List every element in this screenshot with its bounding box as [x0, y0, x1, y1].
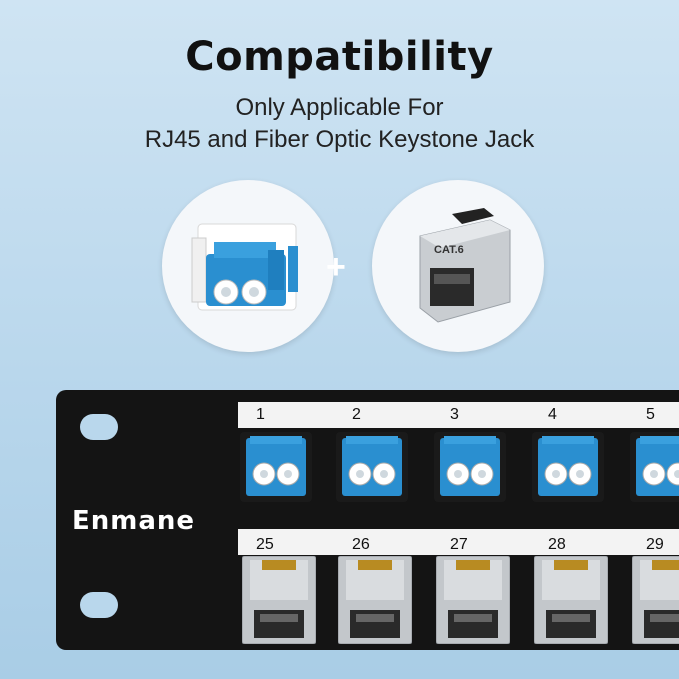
lc-duplex-icon [240, 432, 312, 502]
top-label-strip [238, 402, 679, 428]
mount-hole-bottom [80, 592, 118, 618]
fiber-keystone-icon [191, 223, 298, 311]
lc-duplex-icon [532, 432, 604, 502]
lc-duplex-icon [336, 432, 408, 502]
port-number-bottom: 25 [256, 536, 274, 553]
port-number-bottom: 28 [548, 536, 566, 553]
lc-duplex-icon [434, 432, 506, 502]
port-number-top: 1 [256, 406, 265, 423]
bottom-label-strip [238, 529, 679, 555]
fiber-keystone-image [162, 180, 334, 352]
port-number-top: 3 [450, 406, 459, 423]
port-number-bottom: 26 [352, 536, 370, 553]
rj45-coupler-icon [419, 208, 511, 323]
port-number-bottom: 29 [646, 536, 664, 553]
plus-sign: + [326, 248, 346, 286]
cat6-label: CAT.6 [434, 244, 464, 256]
brand-logo: Enmane [72, 506, 196, 536]
port-number-bottom: 27 [450, 536, 468, 553]
rj45-jack-icon [436, 556, 510, 644]
port-number-top: 2 [352, 406, 361, 423]
subtitle-line-2: RJ45 and Fiber Optic Keystone Jack [144, 126, 535, 153]
mount-hole-top [80, 414, 118, 440]
port-number-top: 4 [548, 406, 557, 423]
heading: Compatibility [185, 34, 494, 80]
rj45-coupler-image: CAT.6 [372, 180, 544, 352]
rj45-jack-icon [534, 556, 608, 644]
lc-duplex-icon [630, 432, 679, 502]
subtitle-line-1: Only Applicable For [235, 94, 444, 121]
rj45-jack-icon [338, 556, 412, 644]
rj45-jack-icon [632, 556, 679, 644]
port-number-top: 5 [646, 406, 655, 423]
rj45-jack-icon [242, 556, 316, 644]
